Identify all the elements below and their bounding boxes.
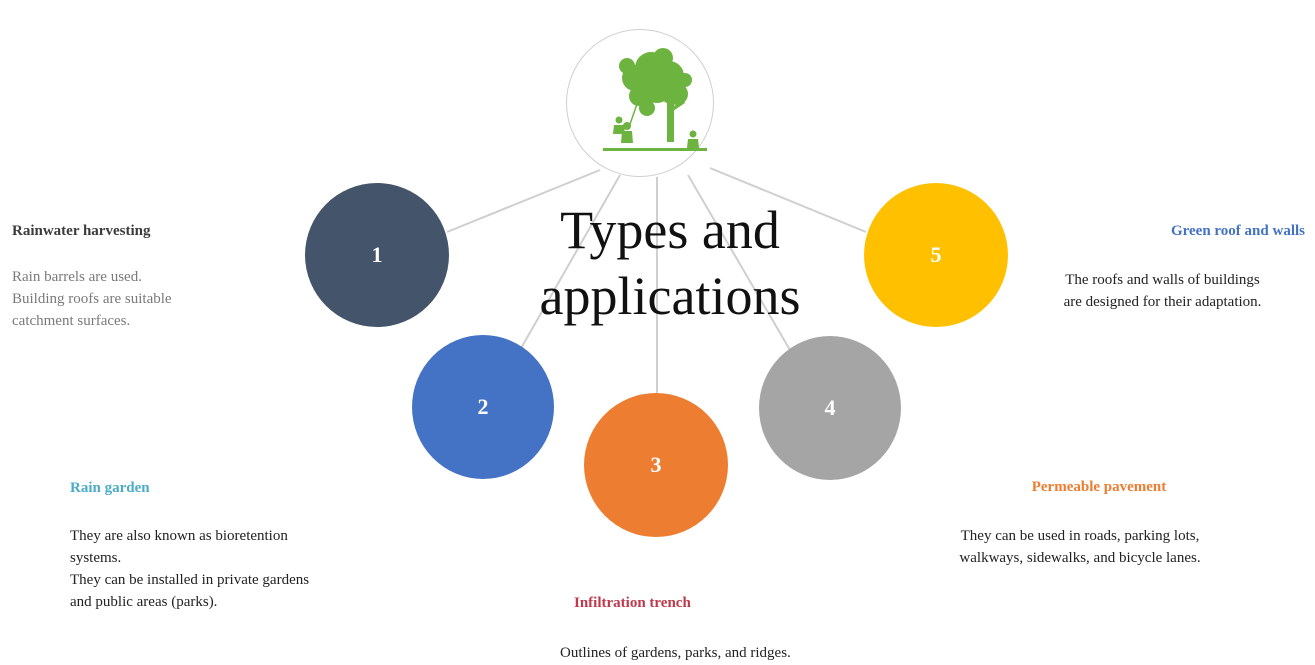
item-4-title: Permeable pavement xyxy=(1031,479,1167,495)
circle-2: 2 xyxy=(412,335,554,479)
item-rainwater-harvesting: Rainwater harvesting Rain barrels are us… xyxy=(12,221,272,332)
circle-1: 1 xyxy=(305,183,449,327)
item-5-title: Green roof and walls xyxy=(1170,223,1305,239)
circle-5-number: 5 xyxy=(930,242,942,267)
circle-4-number: 4 xyxy=(824,395,836,420)
item-green-roof-and-walls: Green roof and walls The roofs and walls… xyxy=(1020,221,1305,313)
item-1-description: Rain barrels are used. Building roofs ar… xyxy=(12,269,172,329)
item-rain-garden: Rain garden They are also known as biore… xyxy=(70,478,430,613)
connector-5 xyxy=(709,167,867,233)
circle-4: 4 xyxy=(759,336,901,480)
item-infiltration-trench: Infiltration trench Outlines of gardens,… xyxy=(560,593,920,664)
item-2-description: They are also known as bioretention syst… xyxy=(70,528,310,610)
tree-with-children-icon xyxy=(603,48,707,151)
circle-1-number: 1 xyxy=(371,242,383,267)
item-permeable-pavement: Permeable pavement They can be used in r… xyxy=(900,477,1260,569)
circle-5: 5 xyxy=(864,183,1008,327)
item-1-title: Rainwater harvesting xyxy=(12,223,151,239)
center-title-line-1: Types and xyxy=(560,200,780,260)
item-3-title: Infiltration trench xyxy=(574,595,691,611)
item-2-title: Rain garden xyxy=(70,480,150,496)
item-3-description: Outlines of gardens, parks, and ridges. xyxy=(560,645,791,661)
item-5-description: The roofs and walls of buildings are des… xyxy=(1063,272,1262,310)
center-title-line-2: applications xyxy=(539,266,801,326)
connector-2 xyxy=(519,174,621,351)
item-4-description: They can be used in roads, parking lots,… xyxy=(959,528,1201,566)
circle-3: 3 xyxy=(584,393,728,537)
circle-2-number: 2 xyxy=(477,394,489,419)
center-title: Types and applications xyxy=(500,197,840,329)
center-circle xyxy=(566,29,714,177)
connector-1 xyxy=(446,169,601,233)
circle-3-number: 3 xyxy=(650,452,662,477)
connector-4 xyxy=(687,174,791,351)
